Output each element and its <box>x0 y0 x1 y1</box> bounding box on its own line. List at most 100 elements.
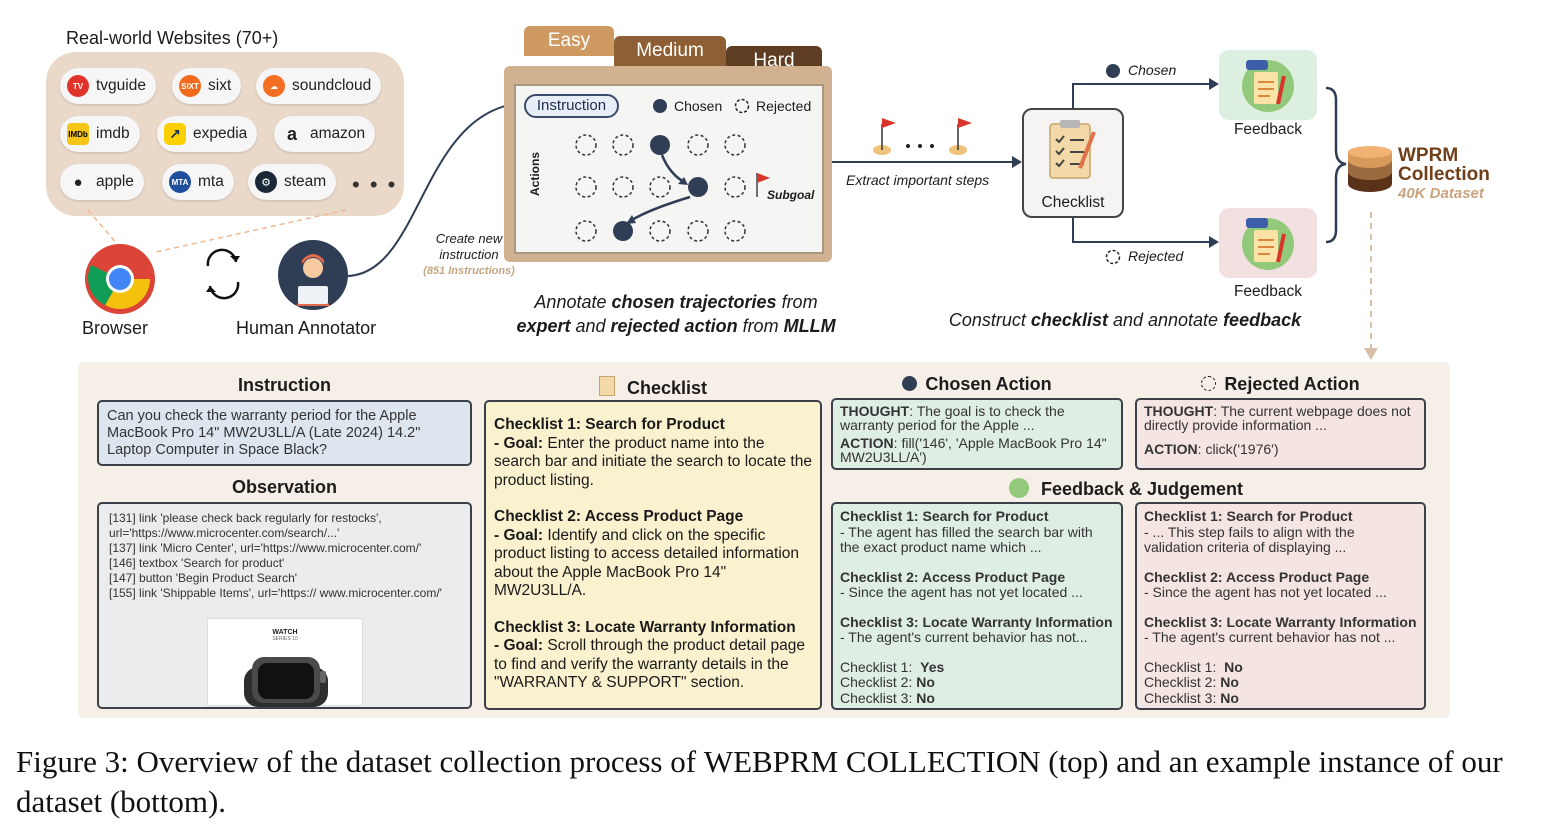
chosen-thought: THOUGHT: The goal is to check the warran… <box>840 404 1114 432</box>
site-label: steam <box>284 173 327 190</box>
action-text: : fill('146', 'Apple MacBook Pro 14" MW2… <box>840 435 1107 465</box>
rejected-dot-icon <box>1201 376 1217 391</box>
feedback-item-title: Checklist 1: Search for Product <box>840 508 1049 524</box>
site-chip-expedia: ↗ expedia <box>157 116 258 152</box>
mta-icon: MTA <box>169 171 191 193</box>
site-chip-steam: ⚙ steam <box>248 164 337 200</box>
judgement-label: Checklist 2: <box>840 674 913 690</box>
feedback-item-title: Checklist 2: Access Product Page <box>1144 568 1370 585</box>
feedback-doc-icon <box>1242 60 1294 112</box>
feedback-item-title: Checklist 3: Locate Warranty Information <box>1144 613 1417 630</box>
wprm-title-line: WPRM <box>1398 145 1459 166</box>
legend-rejected: Rejected <box>756 98 812 114</box>
judgement-row: Checklist 1: No <box>1144 658 1417 676</box>
observation-screenshot: WATCH SERIES 10 <box>207 618 363 707</box>
feedback-item-title: Checklist 3: Locate Warranty Information <box>840 613 1113 630</box>
feedback-item-text: - Since the agent has not yet located ..… <box>1144 584 1387 600</box>
judgement-row: Checklist 3: No <box>1144 690 1417 707</box>
instruction-pill: Instruction <box>524 94 619 118</box>
amazon-icon: a <box>286 123 297 144</box>
rejected-action-heading: Rejected Action <box>1135 374 1426 395</box>
apple-icon: ● <box>73 173 83 191</box>
site-label: mta <box>198 173 224 190</box>
caption-part: from <box>776 292 818 312</box>
thought-label: THOUGHT <box>840 403 910 419</box>
feedback-item-text: - The agent's current behavior has not .… <box>1144 629 1396 645</box>
caption-part: and annotate <box>1107 310 1224 330</box>
site-label: amazon <box>310 125 366 142</box>
feedback-item-text: - The agent's current behavior has not..… <box>840 629 1088 645</box>
annotate-caption: Annotate chosen trajectories from expert… <box>480 290 872 338</box>
judgement-value: No <box>916 674 935 690</box>
wprm-collection-title: WPRM Collection <box>1398 146 1490 184</box>
rejected-branch-label: Rejected <box>1128 248 1184 264</box>
instruction-heading: Instruction <box>238 375 331 395</box>
judgement-label: Checklist 1: <box>840 658 913 675</box>
rejected-thought: THOUGHT: The current webpage does not di… <box>1144 404 1417 432</box>
tab-easy: Easy <box>524 26 614 56</box>
caption-part: (top) and an example instance of our dat… <box>16 744 1503 819</box>
judgement-value: No <box>916 689 935 706</box>
goal-text: Enter the product name into the search b… <box>494 434 812 489</box>
caption-part: and <box>570 316 611 336</box>
checklist-item: Checklist 1: Search for Product- Goal: E… <box>494 416 812 490</box>
checklist-heading: Checklist <box>588 376 718 399</box>
judgement-row: Checklist 2: No <box>1144 674 1417 691</box>
chosen-branch-label: Chosen <box>1128 62 1177 78</box>
top-connectors <box>87 78 1378 360</box>
chrome-browser-icon <box>84 243 156 315</box>
caption-part: expert <box>516 316 571 336</box>
sites-title: Real-world Websites (70+) <box>66 28 279 48</box>
actions-axis-label: Actions <box>528 151 542 196</box>
subgoal-label: Subgoal <box>767 188 815 202</box>
site-label: sixt <box>208 77 232 94</box>
action-text: : click('1976') <box>1197 441 1279 457</box>
database-icon <box>1348 146 1392 192</box>
feedback-heading-text: Feedback & Judgement <box>1040 479 1244 499</box>
imdb-icon: IMDb <box>67 123 89 145</box>
checklist-label: Checklist <box>1041 194 1105 211</box>
legend-markers <box>653 98 750 114</box>
judgement-label: Checklist 1: <box>1144 658 1217 675</box>
feedback-item: Checklist 3: Locate Warranty Information… <box>840 613 1114 646</box>
human-annotator-label: Human Annotator <box>236 318 377 338</box>
legend-chosen: Chosen <box>674 98 723 114</box>
chosen-dot-icon <box>902 376 918 391</box>
browser-label: Browser <box>82 318 149 338</box>
feedback-doc-icon <box>1242 218 1294 270</box>
chosen-dot-icon <box>653 99 667 113</box>
checklist-clipboard-icon <box>1049 120 1096 179</box>
instruction-card: Can you check the warranty period for th… <box>97 400 472 466</box>
chosen-dot-icon <box>1106 64 1120 78</box>
tvguide-icon: TV <box>67 75 89 97</box>
feedback-item: Checklist 1: Search for Product- ... Thi… <box>1144 508 1417 556</box>
thought-text: : The goal is to check the warranty peri… <box>840 403 1065 433</box>
sixt-icon: SIXT <box>179 75 201 97</box>
feedback-rejected-card: Checklist 1: Search for Product- ... Thi… <box>1135 502 1426 710</box>
thought-label: THOUGHT <box>1144 403 1214 419</box>
feedback-item-text: - The agent has filled the search bar wi… <box>840 523 1093 555</box>
chosen-action-heading: Chosen Action <box>831 374 1123 395</box>
feedback-item: Checklist 3: Locate Warranty Information… <box>1144 613 1417 646</box>
wprm-title-line: Collection <box>1398 164 1490 185</box>
feedback-item-title: Checklist 2: Access Product Page <box>840 568 1066 585</box>
chosen-action: ACTION: fill('146', 'Apple MacBook Pro 1… <box>840 436 1114 464</box>
goal-label: - Goal: <box>494 526 544 544</box>
site-label: apple <box>96 173 134 190</box>
observation-heading: Observation <box>231 477 338 497</box>
screenshot-title: WATCH <box>272 629 298 636</box>
chosen-action-card: THOUGHT: The goal is to check the warran… <box>831 398 1123 470</box>
observation-line: [137] link 'Micro Center', url='https://… <box>109 541 422 555</box>
more-sites-ellipsis: • • • <box>352 172 398 197</box>
site-chip-apple: ● apple <box>60 164 144 200</box>
instruction-count: (851 Instructions) <box>423 265 515 277</box>
observation-line: [131] link 'please check back regularly … <box>109 511 382 540</box>
observation-line: [146] textbox 'Search for product' <box>109 556 285 570</box>
checklist-item-title: Checklist 1: Search for Product <box>494 416 725 433</box>
caption-part: Figure 3: Overview of the dataset collec… <box>16 744 704 779</box>
site-label: expedia <box>193 125 248 142</box>
site-chip-imdb: IMDb imdb <box>60 116 140 152</box>
caption-part: Annotate <box>534 292 612 312</box>
caption-part: Construct <box>948 310 1031 330</box>
feedback-item-text: - Since the agent has not yet located ..… <box>840 584 1083 600</box>
